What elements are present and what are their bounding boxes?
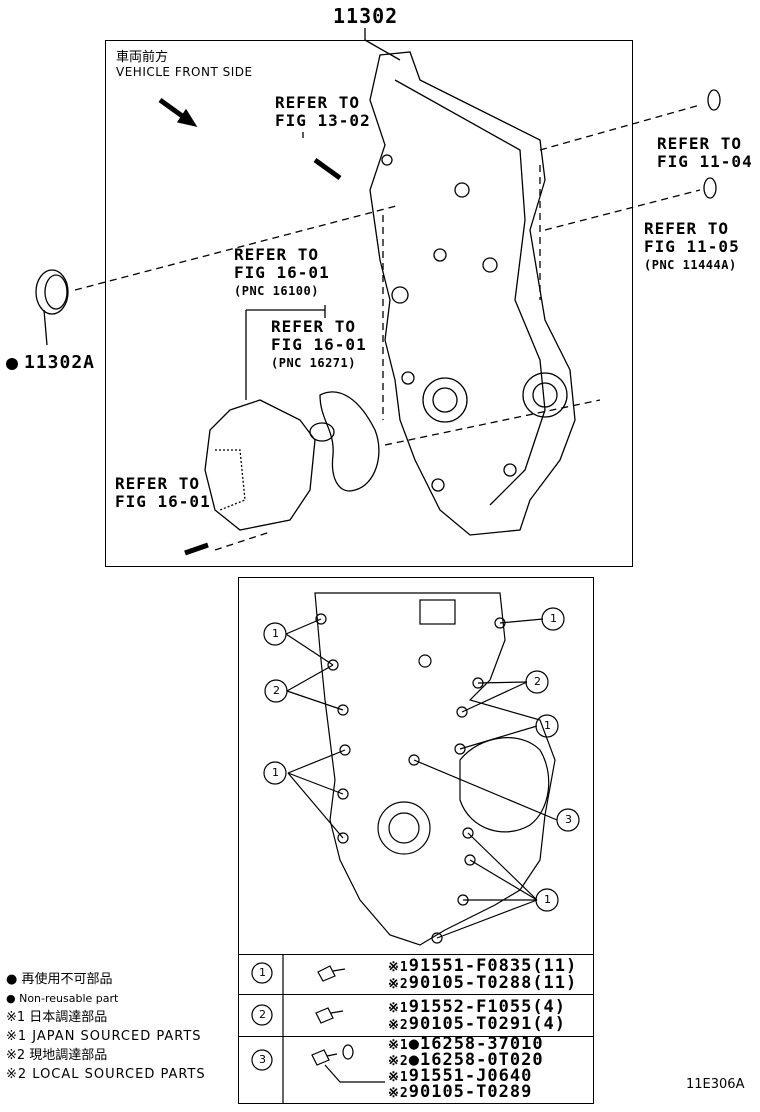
part-number: 16258-0T020 [419, 1050, 544, 1070]
diagram-id: 11E306A [686, 1077, 745, 1092]
refer-fig-11-05[interactable]: REFER TO FIG 11-05 (PNC 11444A) [644, 220, 740, 274]
refer-fig-16-01-bolt[interactable]: REFER TO FIG 16-01 [115, 475, 211, 511]
pnc-label: (PNC 16100) [234, 284, 319, 298]
front-side-label-en: VEHICLE FRONT SIDE [116, 65, 253, 79]
front-side-label-jp: 車両前方 [116, 50, 169, 65]
part-number: 90105-T0288(11) [408, 973, 578, 993]
part-number: 91551-J0640 [408, 1066, 533, 1086]
callout-2: 2 [534, 675, 541, 688]
refer-line-1: REFER TO [275, 93, 361, 112]
pnc-label: (PNC 11444A) [644, 258, 737, 272]
refer-line-2: FIG 16-01 [115, 492, 211, 511]
callout-1: 1 [550, 612, 557, 625]
refer-line-2: FIG 11-04 [657, 152, 753, 171]
refer-fig-11-04[interactable]: REFER TO FIG 11-04 [657, 135, 753, 171]
part-line[interactable]: ※2●16258-0T020 [388, 1050, 544, 1070]
source-mark: ※1 [388, 960, 409, 975]
part-line[interactable]: ※290105-T0288(11) [388, 973, 577, 993]
part-line[interactable]: ※290105-T0289 [388, 1082, 532, 1102]
part-number: 90105-T0289 [408, 1082, 533, 1102]
legend-non-reusable-en: ● Non-reusable part [6, 992, 119, 1005]
refer-line-1: REFER TO [271, 317, 357, 336]
table-row [238, 954, 594, 995]
refer-line-1: REFER TO [234, 245, 320, 264]
callout-1: 1 [544, 893, 551, 906]
part-number: 90105-T0291(4) [408, 1014, 567, 1034]
non-reusable-dot-icon: ● [408, 1034, 420, 1054]
refer-line-1: REFER TO [115, 474, 201, 493]
source-mark: ※2 [388, 1018, 409, 1033]
callout-1: 1 [544, 719, 551, 732]
table-row [238, 994, 594, 1037]
bolt-location-frame [238, 577, 594, 1104]
row-number: 1 [259, 966, 266, 979]
part-line[interactable]: ※191551-J0640 [388, 1066, 532, 1086]
row-number: 3 [259, 1053, 266, 1066]
callout-1: 1 [272, 766, 279, 779]
refer-line-2: FIG 16-01 [234, 263, 330, 282]
source-mark: ※1 [388, 1038, 409, 1053]
legend: ● 再使用不可部品 ● Non-reusable part ※1 日本調達部品 … [6, 970, 206, 1084]
refer-fig-16-01-gasket[interactable]: REFER TO FIG 16-01 (PNC 16271) [271, 318, 367, 372]
legend-japan-jp: ※1 日本調達部品 [6, 1010, 108, 1025]
main-part-number[interactable]: 11302 [333, 4, 399, 28]
row-number: 2 [259, 1008, 266, 1021]
legend-non-reusable-jp: ● 再使用不可部品 [6, 972, 113, 987]
part-line[interactable]: ※191552-F1055(4) [388, 997, 566, 1017]
source-mark: ※2 [388, 977, 409, 992]
exploded-view-frame [105, 40, 633, 567]
refer-line-1: REFER TO [657, 134, 743, 153]
refer-line-2: FIG 13-02 [275, 111, 371, 130]
non-reusable-dot-icon: ● [408, 1050, 420, 1070]
legend-japan-en: ※1 JAPAN SOURCED PARTS [6, 1029, 202, 1044]
part-number: 16258-37010 [419, 1034, 544, 1054]
legend-local-jp: ※2 現地調達部品 [6, 1048, 108, 1063]
refer-fig-13-02[interactable]: REFER TO FIG 13-02 [275, 94, 371, 130]
part-line[interactable]: ※191551-F0835(11) [388, 956, 577, 976]
callout-1: 1 [272, 627, 279, 640]
refer-line-2: FIG 11-05 [644, 237, 740, 256]
pnc-label: (PNC 16271) [271, 356, 356, 370]
callout-3: 3 [565, 813, 572, 826]
part-number: 91552-F1055(4) [408, 997, 567, 1017]
part-number: 91551-F0835(11) [408, 956, 578, 976]
source-mark: ※2 [388, 1086, 409, 1101]
table-row [238, 1036, 594, 1105]
source-mark: ※1 [388, 1070, 409, 1085]
refer-fig-16-01-pump[interactable]: REFER TO FIG 16-01 (PNC 16100) [234, 246, 330, 300]
legend-local-en: ※2 LOCAL SOURCED PARTS [6, 1067, 206, 1082]
callout-2: 2 [273, 684, 280, 697]
source-mark: ※2 [388, 1054, 409, 1069]
part-line[interactable]: ※290105-T0291(4) [388, 1014, 566, 1034]
part-line[interactable]: ※1●16258-37010 [388, 1034, 544, 1054]
source-mark: ※1 [388, 1001, 409, 1016]
refer-line-2: FIG 16-01 [271, 335, 367, 354]
refer-line-1: REFER TO [644, 219, 730, 238]
seal-part-number[interactable]: 11302A [24, 352, 96, 373]
